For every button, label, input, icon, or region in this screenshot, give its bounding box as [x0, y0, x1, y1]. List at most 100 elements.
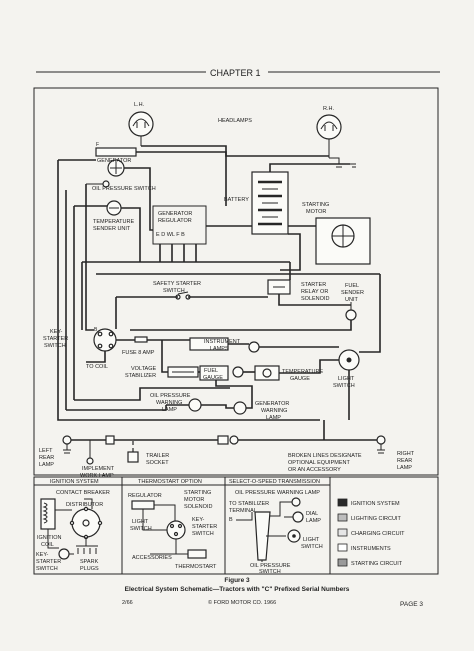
bottom-panels-frame [33, 476, 439, 575]
gen-warning-label-3: LAMP [266, 415, 281, 421]
rh-ground [329, 157, 344, 168]
legend-label-charging: CHARGING CIRCUIT [351, 531, 405, 537]
legend-swatch-starting [337, 558, 348, 567]
main-wiring [57, 151, 381, 440]
sos-warning-lamp [291, 497, 301, 507]
starting-motor-label-1: STARTING [302, 202, 329, 208]
safety-starter-label-2: SWITCH [163, 288, 185, 294]
key-starter-label-1: KEY- [50, 329, 63, 335]
thermostart-light-label-1: LIGHT [132, 519, 149, 525]
sos-to-stabilizer-label-2: TERMINAL [229, 508, 257, 514]
gen-warning-label-2: WARNING [261, 408, 287, 414]
starting-motor [315, 217, 371, 265]
fuel-gauge-label-1: FUEL [204, 368, 218, 374]
battery [251, 171, 289, 235]
right-rear-ground [377, 444, 385, 454]
legend-swatch-ignition [337, 498, 348, 507]
legend-label-ignition: IGNITION SYSTEM [351, 501, 400, 507]
fuse-label: FUSE 8 AMP [122, 350, 155, 356]
key-starter-b-terminal: B [94, 327, 98, 333]
generator-label: GENERATOR [97, 158, 131, 164]
oil-pressure-warning-lamp [188, 398, 202, 412]
temperature-sender-label-1: TEMPERATURE [93, 219, 134, 225]
legend-label-lighting: LIGHTING CIRCUIT [351, 516, 401, 522]
spark-plugs [76, 537, 98, 554]
thermostart-key-switch [166, 520, 186, 540]
temperature-gauge-label-1: TEMPERATURE [282, 369, 323, 375]
sos-oil-switch-label-1: OIL PRESSURE [250, 563, 291, 569]
sos-wiring [236, 501, 293, 562]
legend-swatch-instruments [337, 543, 348, 552]
thermostart-regulator-label: REGULATOR [128, 493, 162, 499]
ignition-coil-label-2: COIL [41, 542, 54, 548]
instrument-lamps-label-2: LAMPS [210, 346, 229, 352]
fuel-gauge [199, 365, 244, 381]
left-rear-label-1: LEFT [39, 448, 53, 454]
left-rear-ground [63, 444, 71, 454]
thermostart-regulator [131, 500, 155, 510]
regulator-terminals: E D WL F B [156, 232, 185, 238]
legend-swatch-charging [337, 528, 348, 537]
generator-warning-lamp [233, 401, 247, 415]
headlamps-label: HEADLAMPS [218, 118, 252, 124]
instrument-lamps [189, 337, 260, 353]
ignition-key-label-1: KEY- [36, 552, 49, 558]
thermostart-panel-title: THERMOSTART OPTION [138, 479, 202, 485]
generator-f-terminal: F [96, 142, 99, 148]
thermostart-key-label-1: KEY- [192, 517, 205, 523]
sos-dial-lamp [292, 511, 304, 523]
sos-to-stabilizer-label-1: TO STABILIZER [229, 501, 269, 507]
ignition-key-switch [58, 548, 70, 560]
instrument-lamps-label-1: INSTRUMENT [204, 339, 241, 345]
safety-starter-label-1: SAFETY STARTER [153, 281, 201, 287]
voltage-stabilizer [167, 366, 199, 378]
thermostart-starting-label-2: MOTOR [184, 497, 204, 503]
thermostart-wiring [142, 504, 188, 555]
left-rear-lamp [62, 435, 72, 445]
rh-headlamp-label: R.H. [323, 106, 334, 112]
battery-top-wire [269, 163, 350, 172]
right-rear-label-1: RIGHT [397, 451, 415, 457]
sos-light-label-2: SWITCH [301, 544, 323, 550]
sos-selector-lever [254, 511, 271, 561]
generator-regulator [152, 205, 207, 245]
legend-label-instruments: INSTRUMENTS [351, 546, 391, 552]
figure-number: Figure 3 [224, 577, 250, 584]
temperature-gauge-label-2: GAUGE [290, 376, 310, 382]
thermostart-key-label-3: SWITCH [192, 531, 214, 537]
copyright: © FORD MOTOR CO. 1966 [208, 599, 276, 606]
date-code: 2/66 [122, 600, 133, 606]
thermostart-label: THERMOSTART [175, 564, 217, 570]
sos-oil-switch-label-2: SWITCH [259, 569, 281, 575]
oil-warning-label-3: LAMP [162, 407, 177, 413]
fuel-gauge-label-2: GAUGE [203, 375, 223, 381]
headlamp-wire [141, 145, 329, 157]
trailer-label-2: SOCKET [146, 460, 169, 466]
thermostart-starting-label-1: STARTING [184, 490, 211, 496]
sos-b-label: B [229, 517, 233, 523]
broken-lines-note-3: OR AN ACCESSORY [288, 467, 341, 473]
fuel-sender-label-3: UNIT [345, 297, 358, 303]
light-switch-label-2: SWITCH [333, 383, 355, 389]
starter-relay-label-3: SOLENOID [301, 296, 329, 302]
contact-breaker-label: CONTACT BREAKER [56, 490, 110, 496]
battery-label: BATTERY [224, 197, 249, 203]
spark-plugs-label-2: PLUGS [80, 566, 99, 572]
starting-motor-label-2: MOTOR [306, 209, 326, 215]
oil-warning-label-2: WARNING [156, 400, 182, 406]
temperature-gauge [254, 365, 280, 381]
starter-relay-label-1: STARTER [301, 282, 326, 288]
broken-lines-note-1: BROKEN LINES DESIGNATE [288, 453, 362, 459]
fuse-8-amp [134, 336, 148, 343]
ignition-coil-label-1: IGNITION [37, 535, 61, 541]
broken-lines-note-2: OPTIONAL EQUIPMENT [288, 460, 350, 466]
oil-warning-label-1: OIL PRESSURE [150, 393, 191, 399]
thermostart-element [187, 549, 207, 559]
thermostart-key-label-2: STARTER [192, 524, 217, 530]
legend: IGNITION SYSTEM LIGHTING CIRCUIT CHARGIN… [337, 498, 405, 567]
oil-pressure-switch [86, 180, 110, 188]
ignition-panel-title: IGNITION SYSTEM [50, 479, 99, 485]
trailer-socket [127, 451, 139, 463]
temperature-sender-label-2: SENDER UNIT [93, 226, 131, 232]
